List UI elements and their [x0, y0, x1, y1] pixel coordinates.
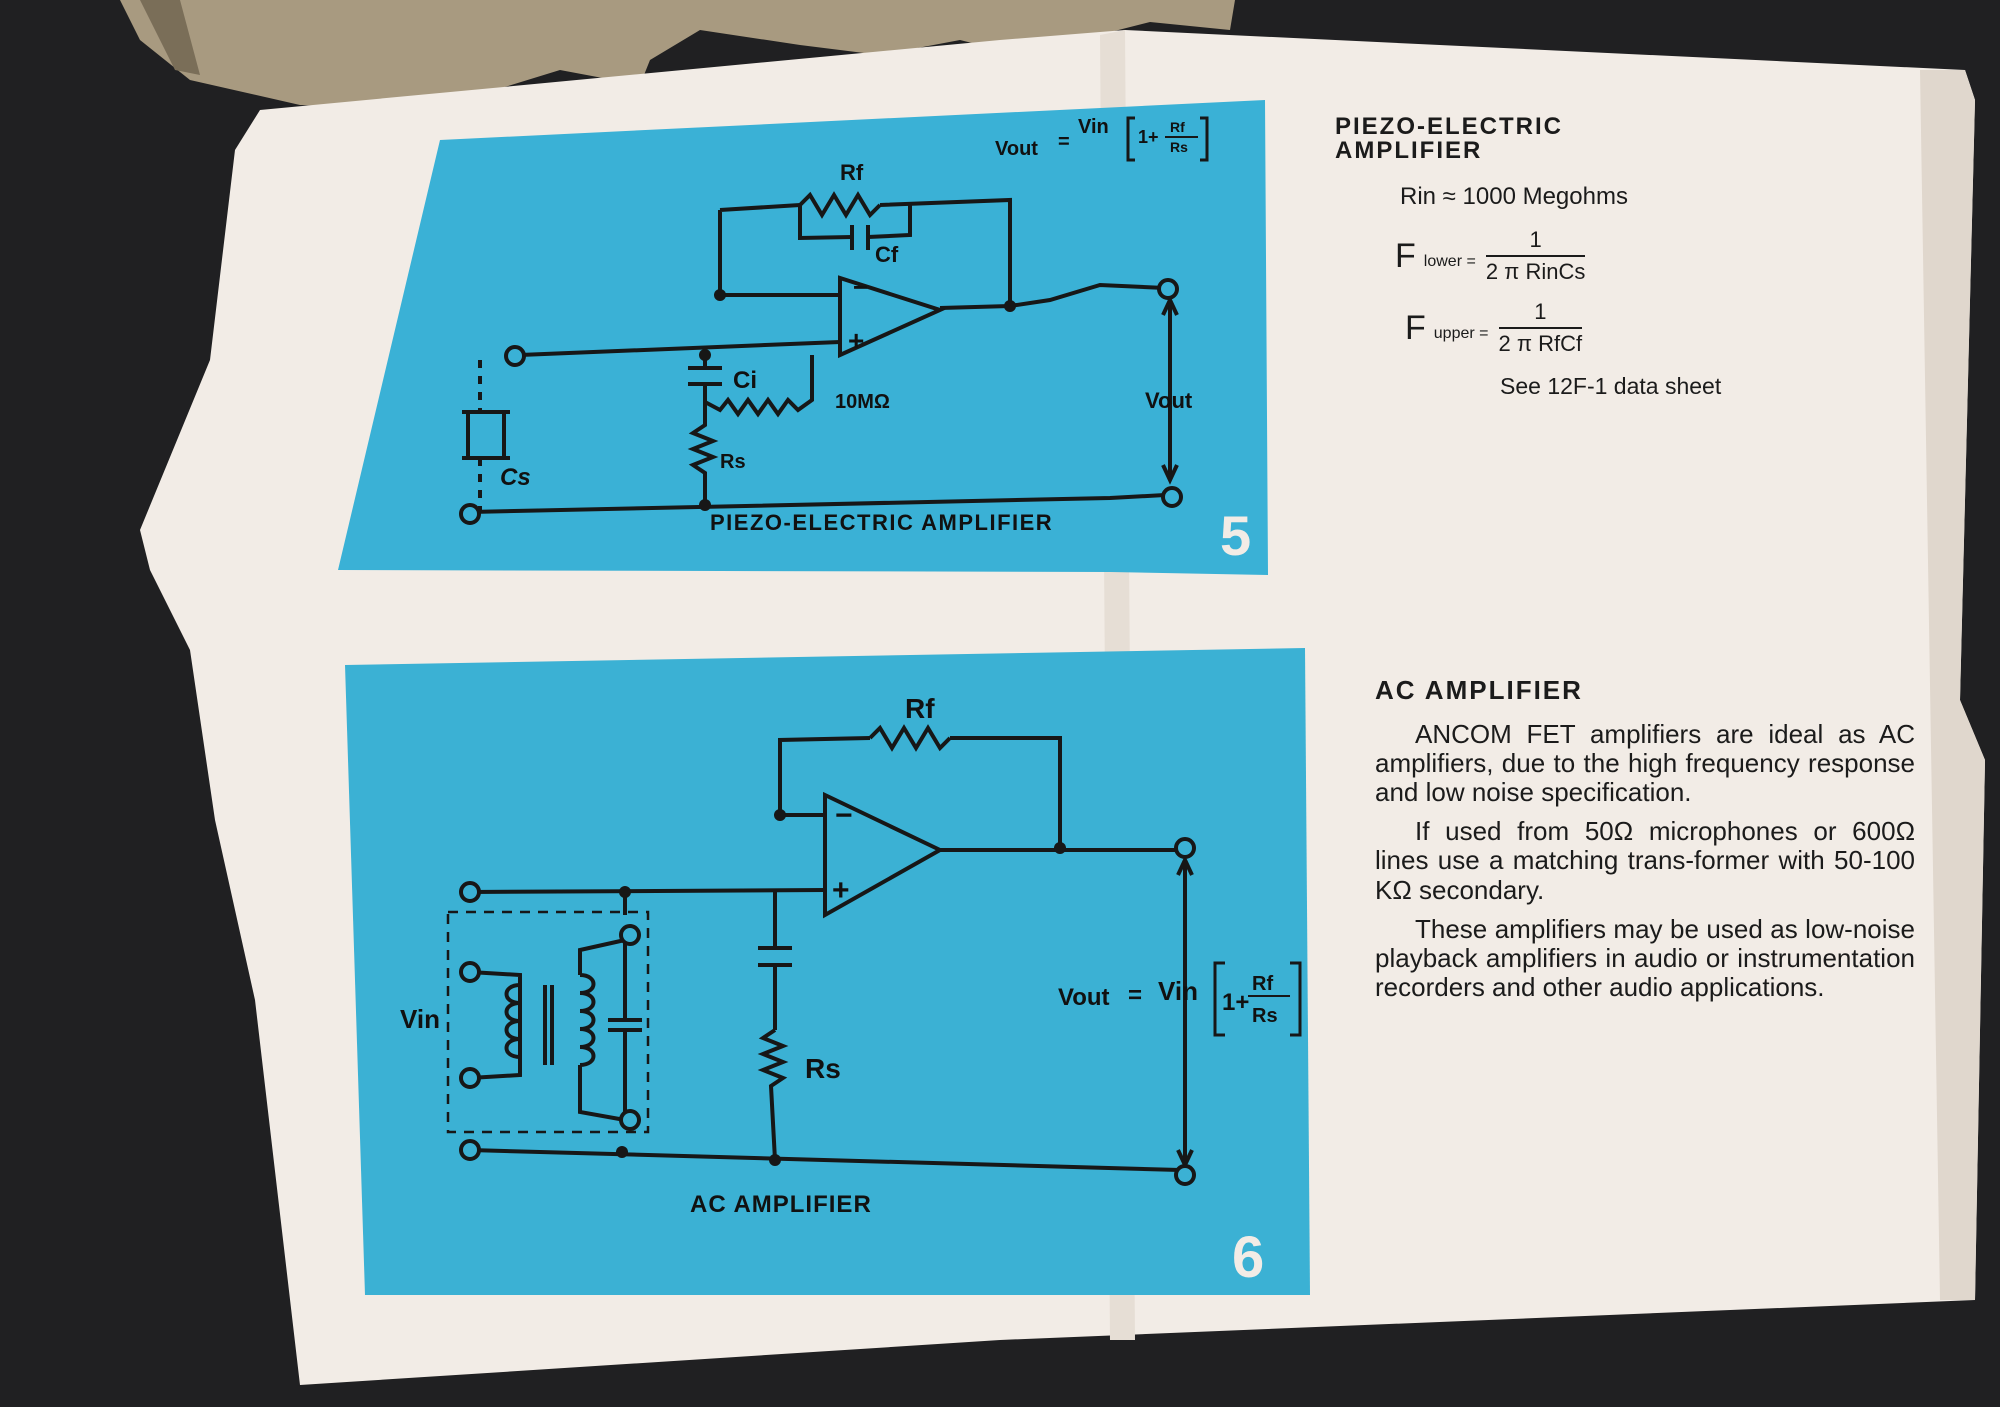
fig6-formula: Vout = Vin 1+ Rf Rs	[1058, 961, 1302, 1037]
fig5-schematic	[462, 191, 1179, 514]
fig6-caption: AC AMPLIFIER	[690, 1191, 872, 1218]
svg-text:Rf: Rf	[1252, 973, 1273, 995]
svg-text:Vin: Vin	[1158, 976, 1198, 1006]
fig5-label-vout: Vout	[1145, 388, 1193, 413]
fig6-label-vin: Vin	[400, 1004, 440, 1034]
data-sheet-reference: See 12F-1 data sheet	[1500, 373, 1722, 399]
fig5-label-minus: −	[853, 272, 868, 302]
fig6-panel	[345, 648, 1310, 1295]
svg-text:Rs: Rs	[1252, 1005, 1278, 1027]
rin-value: Rin ≈ 1000 Megohms	[1400, 183, 1628, 210]
fig5-label-plus: +	[848, 325, 864, 356]
fig5-panel	[338, 100, 1268, 575]
fig6-schematic	[446, 724, 1194, 1172]
f-lower-formula: F lower = 1 2 π RinCs	[1395, 227, 1586, 284]
svg-text:Vin: Vin	[1078, 116, 1109, 138]
svg-text:1+: 1+	[1138, 127, 1159, 147]
svg-text:=: =	[1128, 982, 1142, 1009]
ac-paragraph-1: ANCOM FET amplifiers are ideal as AC amp…	[1375, 719, 1915, 808]
piezo-title-line1: PIEZO-ELECTRIC	[1335, 113, 1564, 140]
svg-text:Rf: Rf	[1170, 119, 1185, 135]
fig5-label-rs: Rs	[720, 451, 746, 473]
fig5-label-ci: Ci	[733, 367, 757, 394]
ac-paragraph-3: These amplifiers may be used as low-nois…	[1375, 913, 1915, 1002]
ac-paragraph-2: If used from 50Ω microphones or 600Ω lin…	[1375, 816, 1915, 905]
fig5-caption: PIEZO-ELECTRIC AMPLIFIER	[710, 510, 1053, 535]
svg-text:Rs: Rs	[1170, 139, 1188, 155]
fig5-number: 5	[1220, 504, 1251, 567]
piezo-text-block: PIEZO-ELECTRIC AMPLIFIER Rin ≈ 1000 Mego…	[1335, 115, 1895, 400]
fig5-label-cf: Cf	[875, 242, 899, 267]
fig5-formula: Vout = Vin 1+ Rf Rs	[995, 116, 1209, 162]
svg-text:Vout: Vout	[1058, 984, 1110, 1011]
piezo-title-line2: AMPLIFIER	[1335, 137, 1483, 164]
fig6-number: 6	[1232, 1225, 1264, 1290]
ac-title: AC AMPLIFIER	[1375, 675, 1583, 705]
fig6-label-rs: Rs	[805, 1053, 841, 1084]
fig5-label-rf: Rf	[840, 160, 864, 185]
svg-text:=: =	[1058, 131, 1070, 153]
fig6-label-rf: Rf	[905, 693, 935, 724]
cardboard-box	[120, 0, 1235, 110]
fig5-label-10meg: 10MΩ	[835, 391, 890, 413]
fig6-label-plus: +	[832, 874, 850, 907]
svg-text:Vout: Vout	[995, 138, 1038, 160]
svg-text:1+: 1+	[1222, 989, 1249, 1016]
f-upper-formula: F upper = 1 2 π RfCf	[1405, 299, 1583, 356]
fig5-label-cs: Cs	[500, 464, 531, 491]
fig6-label-minus: −	[835, 799, 853, 832]
ac-text-block: AC AMPLIFIER ANCOM FET amplifiers are id…	[1375, 675, 1915, 1012]
